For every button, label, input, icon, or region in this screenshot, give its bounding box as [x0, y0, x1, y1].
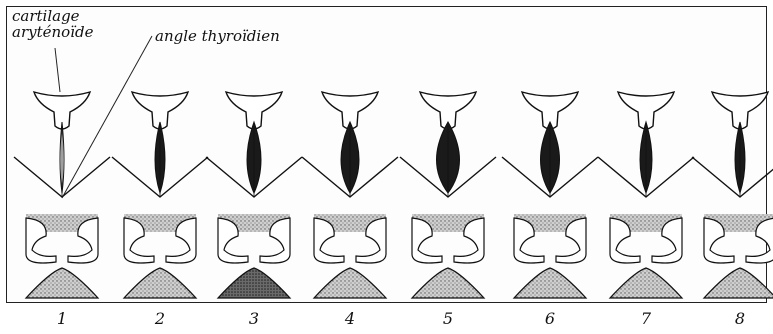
panel-8	[692, 92, 773, 298]
panel-number-1: 1	[52, 309, 72, 328]
subglottic-mound	[610, 268, 682, 298]
arytenoid-leader-line	[55, 48, 60, 92]
panel-6	[502, 92, 598, 298]
panel-number-4: 4	[340, 309, 360, 328]
panel-1	[14, 92, 110, 298]
panel-4	[302, 92, 398, 298]
panel-number-7: 7	[636, 309, 656, 328]
angle-leader-line	[62, 36, 152, 198]
panel-2	[112, 92, 208, 298]
subglottic-mound	[314, 268, 386, 298]
panel-number-8: 8	[730, 309, 750, 328]
panel-number-6: 6	[540, 309, 560, 328]
thyroid-angle	[692, 157, 773, 197]
panel-number-5: 5	[438, 309, 458, 328]
subglottic-mound	[514, 268, 586, 298]
panel-number-3: 3	[244, 309, 264, 328]
subglottic-mound	[124, 268, 196, 298]
subglottic-mound	[218, 268, 290, 298]
panel-7	[598, 92, 694, 298]
panel-3	[206, 92, 302, 298]
subglottic-mound	[412, 268, 484, 298]
subglottic-mound	[704, 268, 773, 298]
panel-5	[400, 92, 496, 298]
panel-number-2: 2	[150, 309, 170, 328]
subglottic-mound	[26, 268, 98, 298]
